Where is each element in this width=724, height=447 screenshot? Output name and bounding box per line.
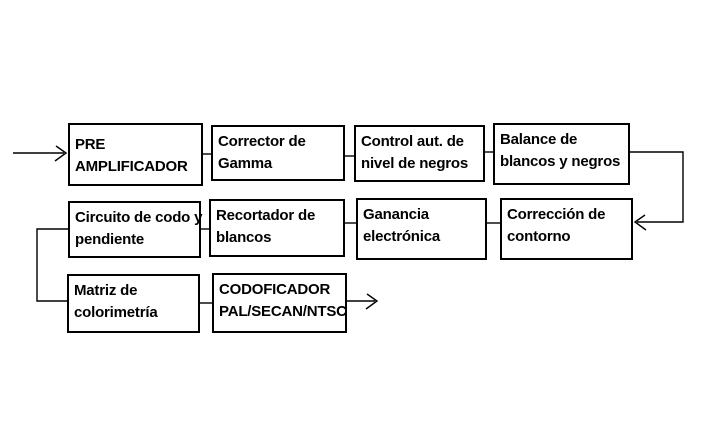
box-balance-blancos: Balance de blancos y negros bbox=[493, 123, 630, 185]
box-label: colorimetría bbox=[74, 304, 158, 321]
box-matriz-colorimetria: Matriz de colorimetría bbox=[67, 274, 200, 333]
box-label: PRE bbox=[75, 136, 106, 153]
box-pre-amplificador: PRE AMPLIFICADOR bbox=[68, 123, 203, 186]
box-label: nivel de negros bbox=[361, 155, 469, 172]
input-arrow bbox=[13, 145, 68, 162]
connector-balance-to-correccion bbox=[630, 151, 684, 231]
box-label: Balance de bbox=[500, 131, 578, 148]
box-label: Matriz de bbox=[74, 282, 138, 299]
box-label: AMPLIFICADOR bbox=[75, 158, 188, 175]
box-correccion-contorno: Corrección de contorno bbox=[500, 198, 633, 260]
box-label: blancos bbox=[216, 229, 272, 246]
box-label: Gamma bbox=[218, 155, 273, 172]
box-label: contorno bbox=[507, 228, 571, 245]
box-codificador: CODOFICADOR PAL/SECAN/NTSC bbox=[212, 273, 347, 333]
box-control-nivel-negros: Control aut. de nivel de negros bbox=[354, 125, 485, 182]
connector-circuito-to-matriz bbox=[36, 228, 68, 302]
box-label: Corrección de bbox=[507, 206, 606, 223]
box-label: Control aut. de bbox=[361, 133, 464, 150]
box-recortador-blancos: Recortador de blancos bbox=[209, 199, 345, 257]
box-label: blancos y negros bbox=[500, 153, 621, 170]
box-label: Ganancia bbox=[363, 206, 429, 223]
box-label: Circuito de codo y bbox=[75, 209, 203, 226]
box-label: pendiente bbox=[75, 231, 145, 248]
box-label: PAL/SECAN/NTSC bbox=[219, 303, 347, 320]
box-label: Corrector de bbox=[218, 133, 306, 150]
box-corrector-gamma: Corrector de Gamma bbox=[211, 125, 345, 181]
box-circuito-codo: Circuito de codo y pendiente bbox=[68, 201, 203, 258]
box-label: CODOFICADOR bbox=[219, 281, 331, 298]
box-ganancia-electronica: Ganancia electrónica bbox=[356, 198, 487, 260]
box-label: electrónica bbox=[363, 228, 441, 245]
box-label: Recortador de bbox=[216, 207, 316, 224]
output-arrow bbox=[347, 293, 379, 310]
